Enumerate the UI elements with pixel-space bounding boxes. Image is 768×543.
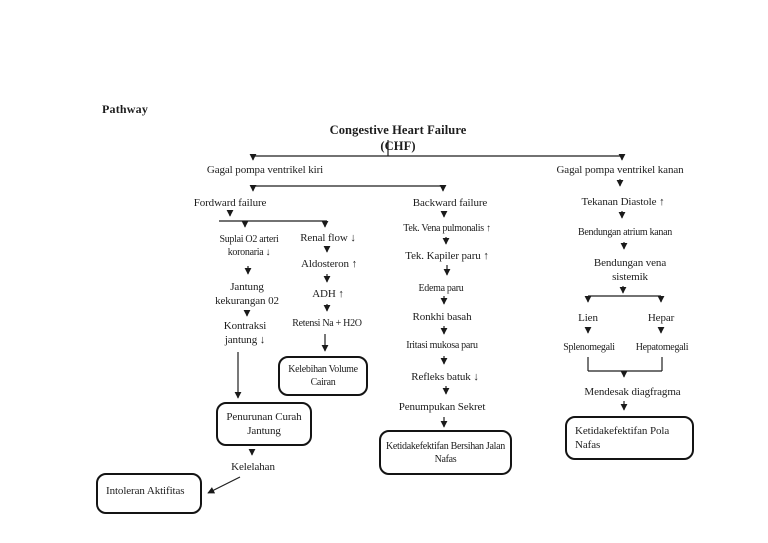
node-jantung-kekurangan-o2: Jantung kekurangan 02	[215, 281, 279, 308]
node-refleks-batuk: Refleks batuk ↓	[411, 371, 479, 383]
node-gagal-pompa-ventrikel-kiri: Gagal pompa ventrikel kiri	[206, 164, 324, 176]
chf-title: Congestive Heart Failure (CHF)	[329, 123, 467, 154]
node-aldosteron: Aldosteron ↑	[301, 258, 357, 270]
box-intoleran-aktifitas: Intoleran Aktifitas	[96, 473, 202, 514]
box-ketidakefektifan-bersihan-jalan-nafas: Ketidakefektifan Bersihan Jalan Nafas	[379, 430, 512, 475]
node-penumpukan-sekret: Penumpukan Sekret	[398, 401, 486, 413]
node-tek-vena-pulmonalis: Tek. Vena pulmonalis ↑	[403, 223, 491, 234]
box-kelebihan-volume-cairan-label: Kelebihan Volume Cairan	[288, 364, 358, 388]
box-ketidakefektifan-pola-nafas-label: Ketidakefektifan Pola Nafas	[575, 424, 670, 451]
node-tekanan-diastole: Tekanan Diastole ↑	[581, 196, 665, 208]
node-gagal-pompa-ventrikel-kanan: Gagal pompa ventrikel kanan	[556, 164, 684, 176]
node-hepatomegali: Hepatomegali	[635, 342, 689, 353]
node-bendungan-vena-sistemik: Bendungan vena sistemik	[593, 257, 667, 284]
node-edema-paru: Edema paru	[418, 283, 464, 294]
node-renal-flow: Renal flow ↓	[300, 232, 356, 244]
node-kontraksi-jantung: Kontraksi jantung ↓	[223, 320, 267, 347]
node-suplai-o2-arteri-koronaria: Suplai O2 arteri koronaria ↓	[219, 234, 279, 258]
node-bendungan-atrium-kanan: Bendungan atrium kanan	[578, 227, 672, 238]
box-penurunan-curah-jantung: Penurunan Curah Jantung	[216, 402, 312, 446]
node-kelelahan: Kelelahan	[231, 461, 275, 473]
node-mendesak-diagfragma: Mendesak diagfragma	[584, 386, 681, 398]
node-iritasi-mukosa-paru: Iritasi mukosa paru	[406, 340, 478, 351]
node-fordward-failure: Fordward failure	[193, 197, 267, 209]
box-ketidakefektifan-bersihan-jalan-nafas-label: Ketidakefektifan Bersihan Jalan Nafas	[386, 440, 505, 465]
node-adh: ADH ↑	[312, 288, 344, 300]
box-intoleran-aktifitas-label: Intoleran Aktifitas	[106, 485, 185, 497]
box-penurunan-curah-jantung-label: Penurunan Curah Jantung	[226, 410, 302, 437]
node-retensi-na-h2o: Retensi Na + H2O	[292, 318, 362, 329]
node-backward-failure: Backward failure	[412, 197, 488, 209]
node-lien: Lien	[578, 312, 598, 324]
node-ronkhi-basah: Ronkhi basah	[412, 311, 472, 323]
node-splenomegali: Splenomegali	[563, 342, 615, 353]
box-ketidakefektifan-pola-nafas: Ketidakefektifan Pola Nafas	[565, 416, 694, 460]
page-heading: Pathway	[102, 102, 149, 116]
node-tek-kapiler-paru: Tek. Kapiler paru ↑	[405, 250, 489, 262]
box-kelebihan-volume-cairan: Kelebihan Volume Cairan	[278, 356, 368, 396]
node-hepar: Hepar	[647, 312, 675, 324]
